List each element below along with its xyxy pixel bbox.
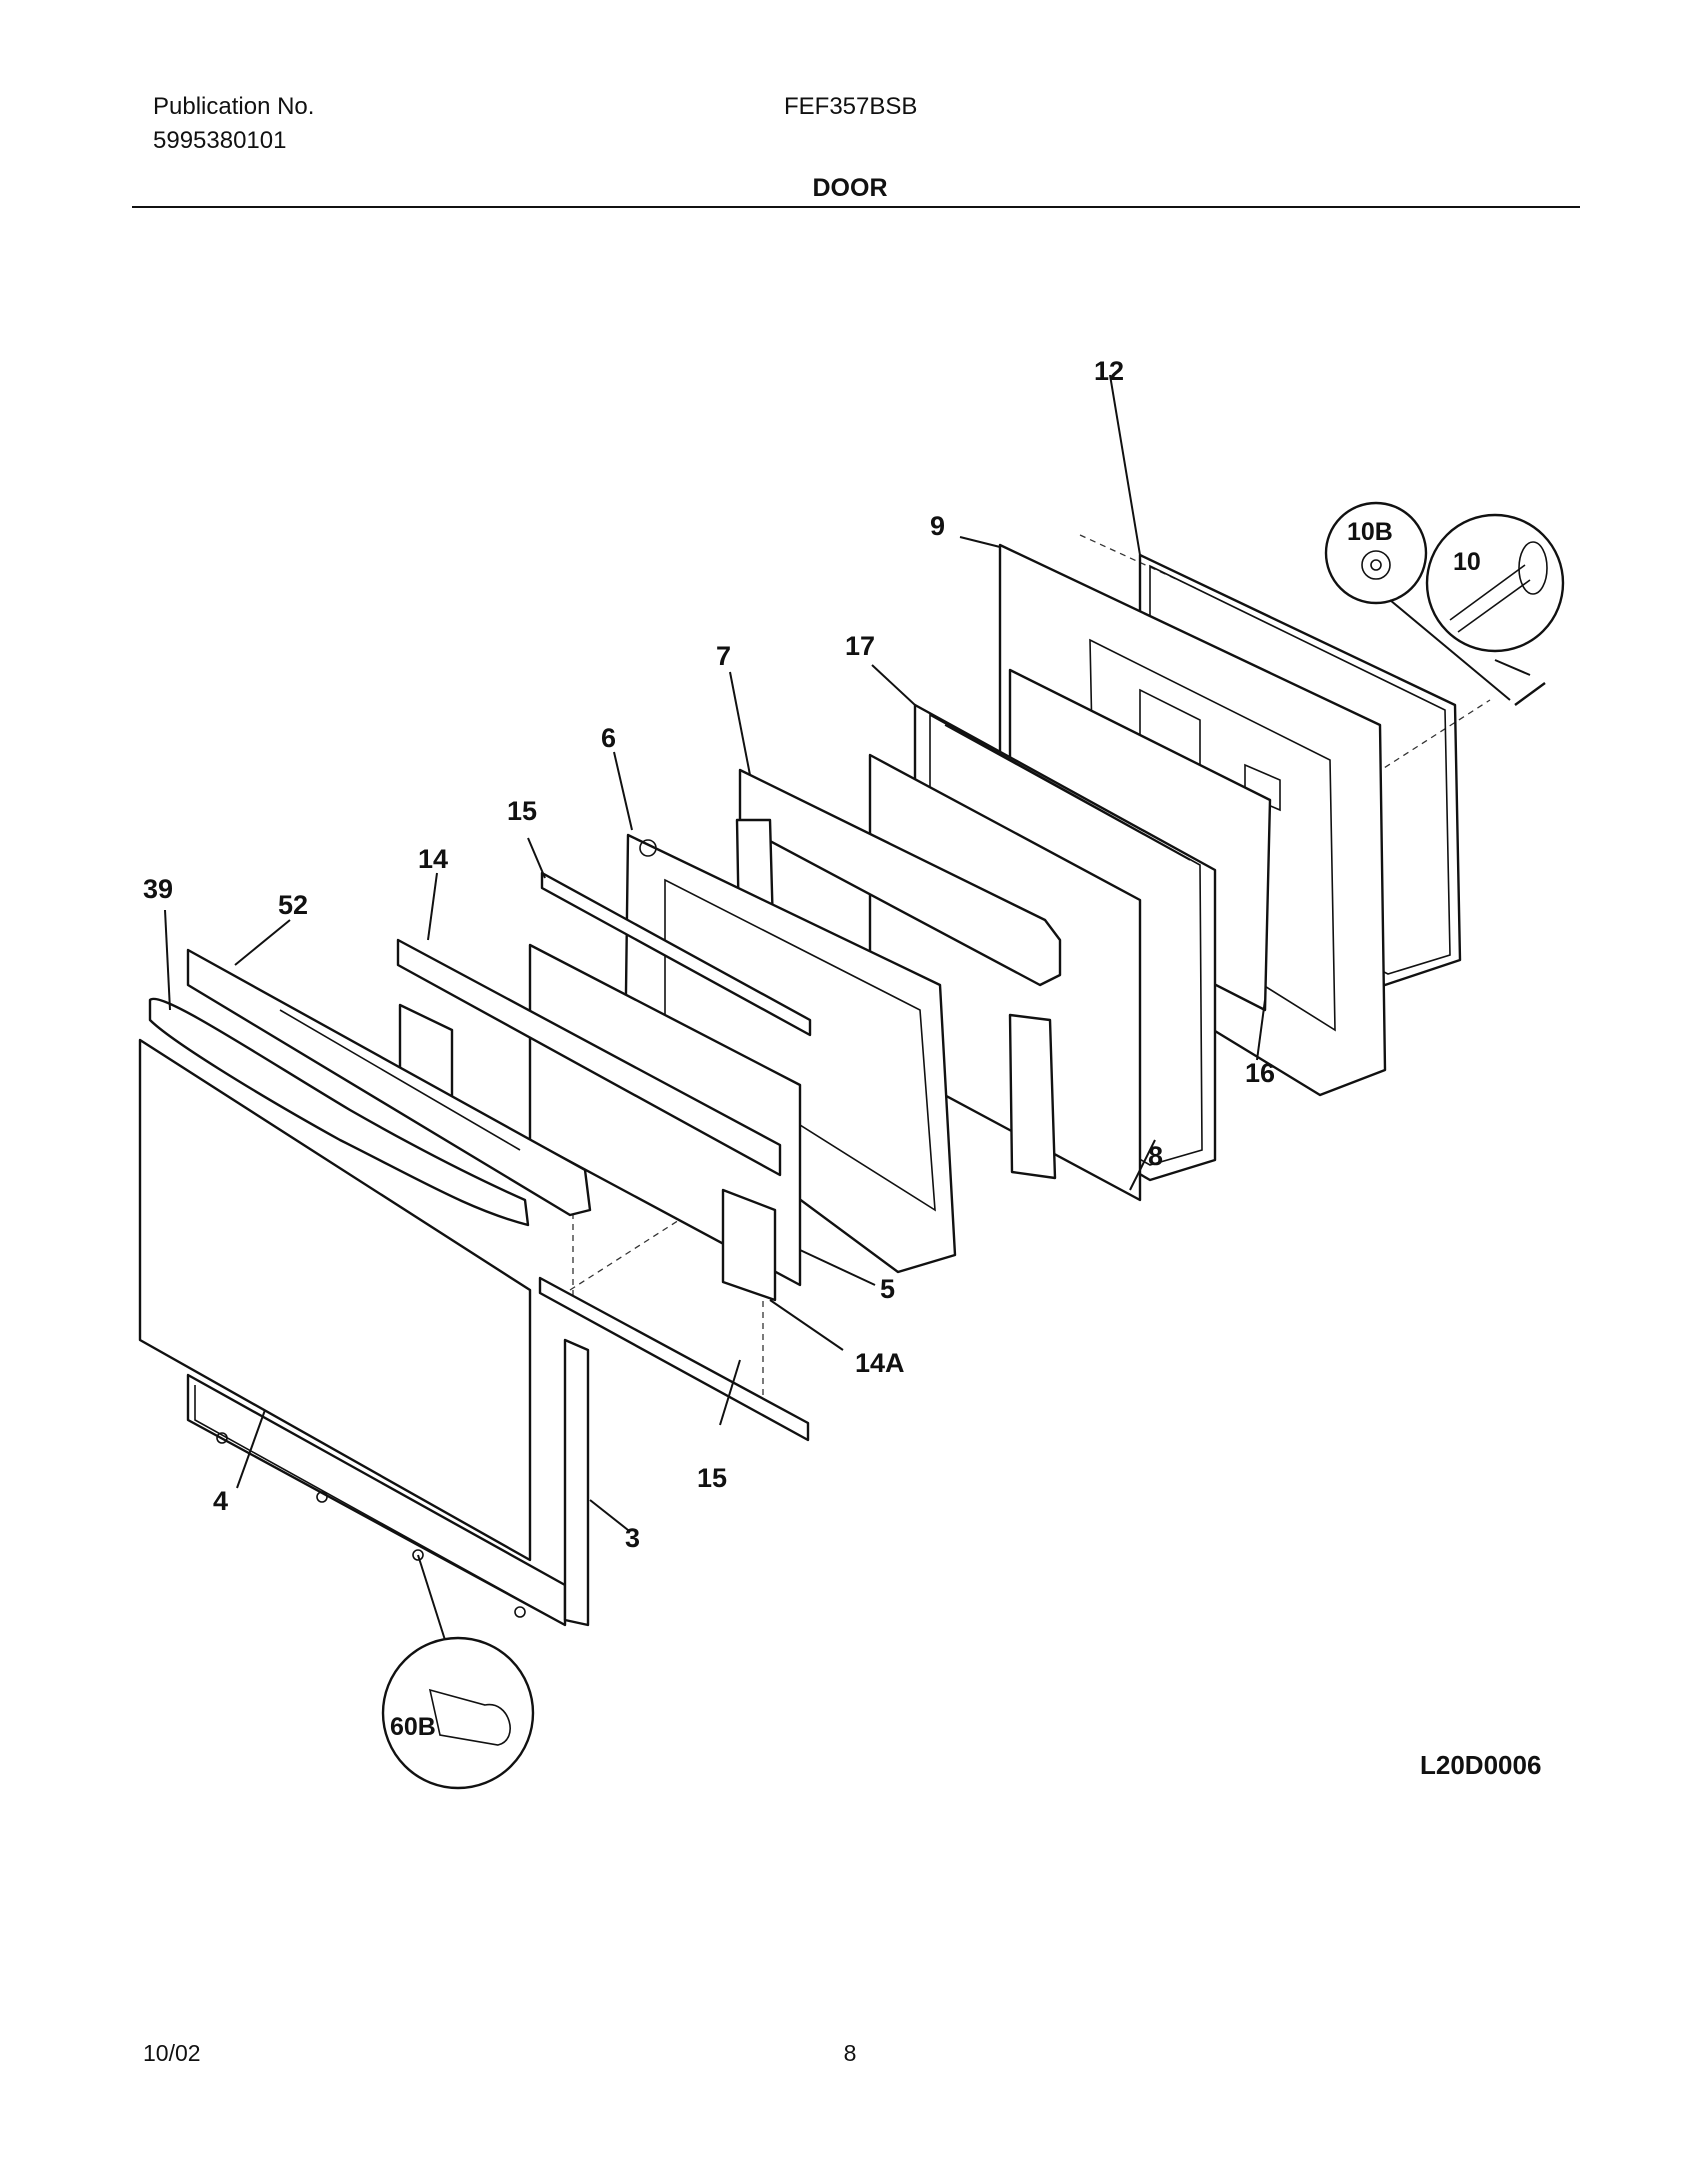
callout-12: 12 xyxy=(1094,356,1124,386)
part-14A-pad xyxy=(721,1188,777,1302)
leader-lines xyxy=(164,374,1266,1531)
callout-10B: 10B xyxy=(1347,518,1393,546)
callout-4: 4 xyxy=(213,1486,228,1516)
part-3-door-frame xyxy=(186,1338,590,1627)
screws xyxy=(216,1432,526,1618)
callout-14: 14 xyxy=(418,844,448,874)
callout-14A: 14A xyxy=(855,1348,905,1378)
page-number: 8 xyxy=(843,2040,857,2066)
detail-60B xyxy=(381,1554,535,1790)
callout-16: 16 xyxy=(1245,1058,1275,1088)
callout-39: 39 xyxy=(143,874,173,904)
callout-9: 9 xyxy=(930,511,945,541)
callout-52: 52 xyxy=(278,890,308,920)
part-4-outer-glass xyxy=(138,1038,532,1562)
callout-60B: 60B xyxy=(390,1713,436,1741)
callout-7: 7 xyxy=(716,641,731,671)
detail-10B xyxy=(1324,501,1428,605)
part-15-upper-bracket xyxy=(540,871,812,1037)
callout-6: 6 xyxy=(601,723,616,753)
callout-17: 17 xyxy=(845,631,875,661)
callout-15-upper: 15 xyxy=(507,796,537,826)
part-15-lower-bracket xyxy=(538,1276,810,1442)
part-39-handle xyxy=(148,997,530,1227)
callout-3: 3 xyxy=(625,1523,640,1553)
model-number: FEF357BSB xyxy=(784,93,918,120)
callout-5: 5 xyxy=(880,1274,895,1304)
callout-8: 8 xyxy=(1148,1141,1163,1171)
publication-label: Publication No. xyxy=(153,93,315,120)
header-rule xyxy=(132,206,1580,208)
pin-10 xyxy=(1389,599,1546,706)
section-title: DOOR xyxy=(812,174,888,202)
detail-10 xyxy=(1425,513,1565,653)
publication-number: 5995380101 xyxy=(153,127,287,154)
callout-15-lower: 15 xyxy=(697,1463,727,1493)
callout-10: 10 xyxy=(1453,548,1481,576)
drawing-code: L20D0006 xyxy=(1420,1750,1542,1780)
part-52-handle-trim xyxy=(186,948,592,1217)
footer-date: 10/02 xyxy=(143,2040,201,2066)
